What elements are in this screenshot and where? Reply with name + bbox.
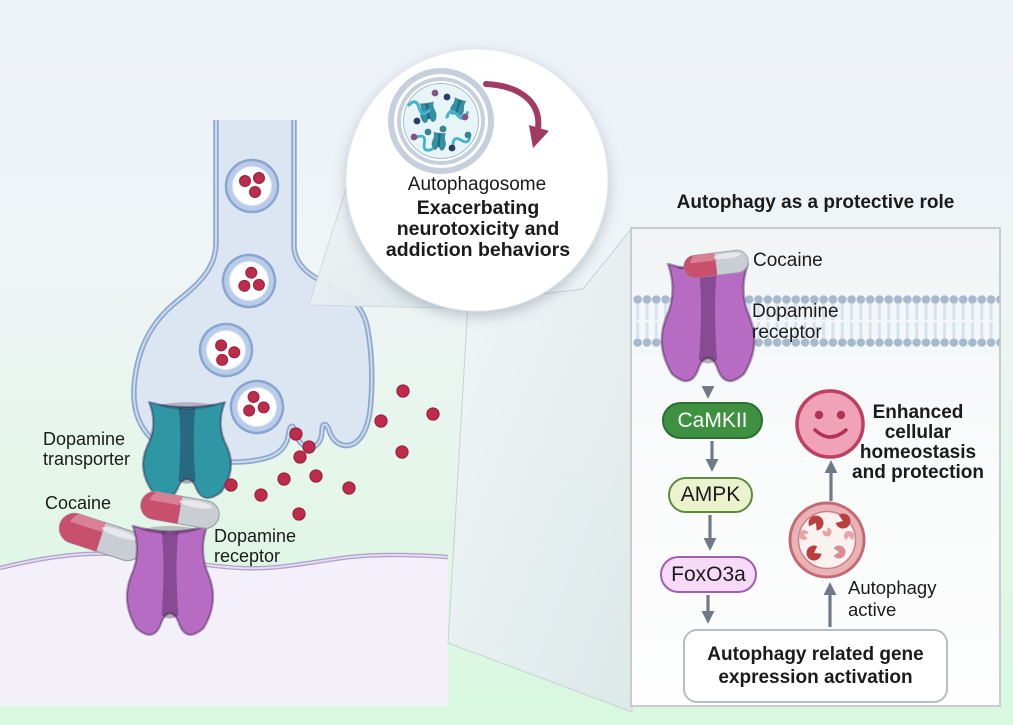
smiley-face-icon (795, 389, 865, 459)
pathway-node-ampk: AMPK (668, 477, 753, 513)
pathway-node-camkii: CaMKII (662, 402, 763, 439)
autophagosome-active-icon (788, 501, 866, 579)
pathway-node-foxo3a: FoxO3a (660, 556, 757, 593)
curved-arrow-icon (483, 81, 550, 149)
cocaine-label-panel: Cocaine (753, 250, 823, 271)
pathway-arrows (701, 385, 838, 627)
dopamine-transporter-label: Dopamine transporter (43, 429, 131, 469)
dopamine-receptor-protein (660, 262, 756, 383)
outcome-caption: Enhanced cellular homeostasis and protec… (852, 402, 984, 483)
autophagy-active-label: Autophagy active (848, 577, 937, 620)
autophagosome-label: Autophagosome (407, 174, 547, 195)
panel-title: Autophagy as a protective role (676, 192, 955, 213)
cocaine-label: Cocaine (45, 493, 112, 513)
dopamine-receptor-label: Dopamine receptor (214, 526, 297, 566)
inset-caption: Exacerbating neurotoxicity and addiction… (385, 197, 571, 261)
gene-activation-box: Autophagy related gene expression activa… (683, 629, 948, 703)
magnifier-circle (345, 48, 609, 312)
postsynaptic-cell (0, 551, 449, 706)
gene-activation-label: Autophagy related gene expression activa… (707, 644, 924, 688)
dopamine-receptor-label-panel: Dopamine receptor (752, 301, 839, 343)
autophagosome-illustration (388, 68, 494, 174)
